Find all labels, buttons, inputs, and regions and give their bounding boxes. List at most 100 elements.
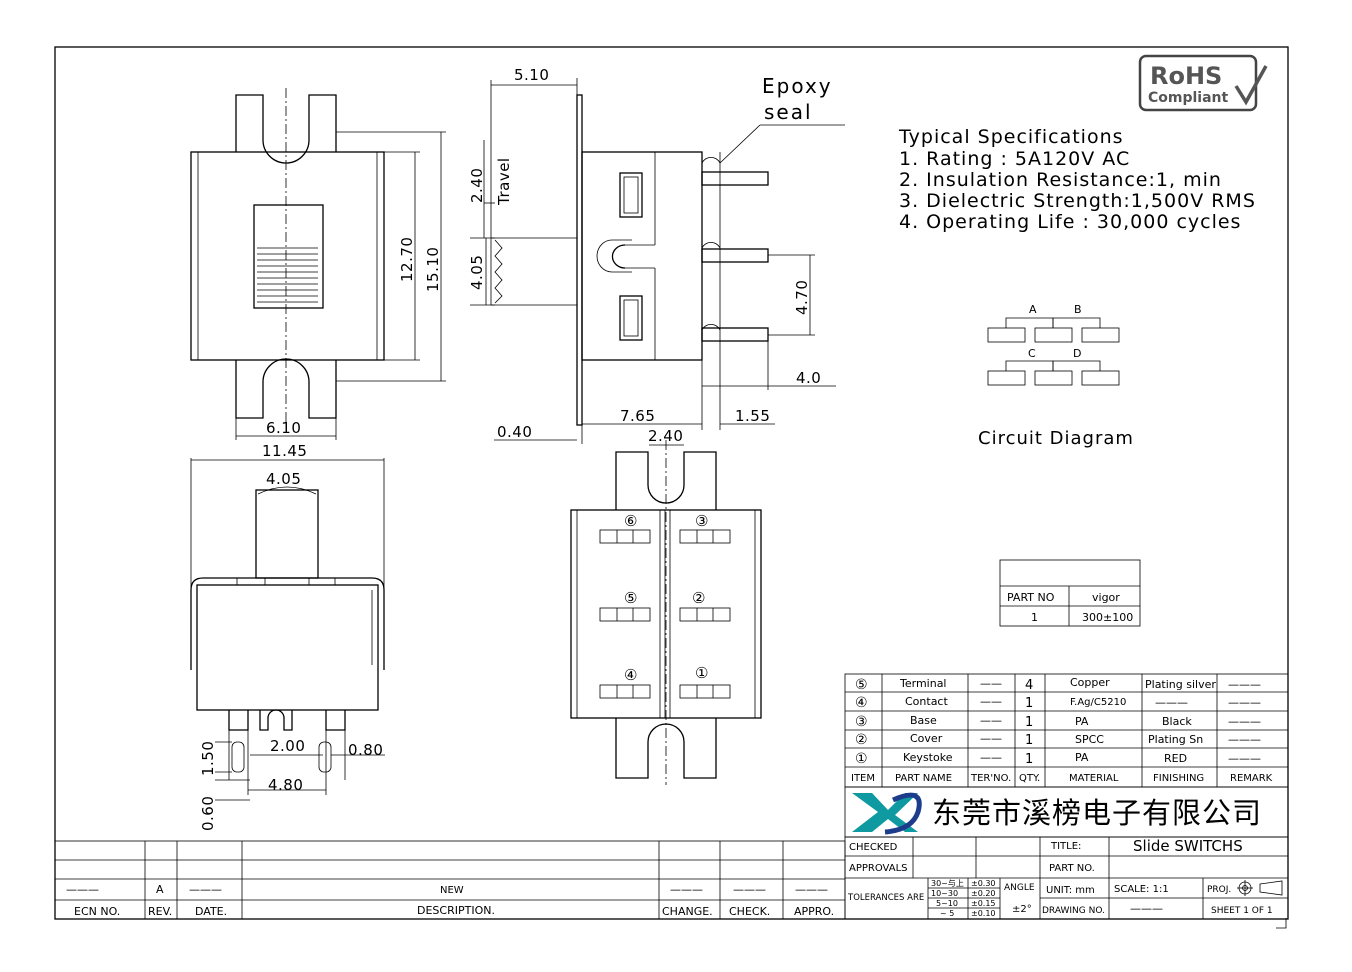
circuit-pin-a: A bbox=[1029, 303, 1037, 316]
travel-label: Travel bbox=[495, 157, 513, 206]
spec-item-2: 2. Insulation Resistance:1, min bbox=[899, 169, 1222, 191]
bom-ter-5: —— bbox=[980, 677, 1002, 690]
specifications: Typical Specifications 1. Rating : 5A120… bbox=[898, 126, 1256, 233]
bom-header-qty: QTY. bbox=[1019, 773, 1040, 784]
bom-header-material: MATERIAL bbox=[1069, 773, 1119, 784]
bom-finish-5: Plating silver bbox=[1145, 678, 1216, 691]
bom-header-remark: REMARK bbox=[1230, 773, 1273, 784]
dim-12-70: 12.70 bbox=[398, 237, 416, 282]
part-no-label: PART NO. bbox=[1049, 863, 1095, 874]
tol-range-1: 30~与上 bbox=[931, 879, 964, 888]
dim-1-50: 1.50 bbox=[199, 741, 217, 776]
bom-finish-2: Plating Sn bbox=[1148, 733, 1203, 746]
bom-num-3: ③ bbox=[855, 714, 868, 730]
checkmark-icon bbox=[1234, 65, 1268, 106]
tol-range-2: 10~30 bbox=[931, 889, 958, 898]
dim-2-00: 2.00 bbox=[270, 737, 305, 755]
dim-4-80: 4.80 bbox=[268, 776, 303, 794]
scale-label: SCALE: 1:1 bbox=[1114, 884, 1169, 895]
title-value: Slide SWITCHS bbox=[1133, 837, 1243, 855]
bom-name-keystoke: Keystoke bbox=[903, 751, 953, 764]
front-view: 11.45 4.05 1.50 2.00 0.80 4.80 0.60 bbox=[190, 442, 385, 831]
bom-material-1: PA bbox=[1075, 751, 1089, 764]
rev-value: A bbox=[156, 883, 164, 896]
terminal-1: ① bbox=[695, 664, 708, 682]
tol-range-4: ~ 5 bbox=[940, 909, 954, 918]
rev-header-check: CHECK. bbox=[729, 905, 770, 918]
tol-range-3: 5~10 bbox=[936, 899, 958, 908]
rev-header-description: DESCRIPTION. bbox=[417, 904, 495, 917]
bom-name-cover: Cover bbox=[910, 732, 943, 745]
bom-material-4: F.Ag/C5210 bbox=[1070, 697, 1126, 708]
bom-ter-4: —— bbox=[980, 695, 1002, 708]
checked-label: CHECKED bbox=[849, 842, 898, 853]
bom-material-2: SPCC bbox=[1075, 733, 1104, 746]
company-logo: 东莞市溪榜电子有限公司 bbox=[844, 786, 1289, 838]
dim-11-45: 11.45 bbox=[262, 442, 307, 460]
terminal-3: ③ bbox=[695, 512, 708, 530]
bom-ter-2: —— bbox=[980, 732, 1002, 745]
dim-4-05-front: 4.05 bbox=[266, 470, 301, 488]
circuit-pin-d: D bbox=[1073, 347, 1081, 360]
bom-finish-4: ——— bbox=[1155, 696, 1188, 709]
bom-qty-1: 1 bbox=[1025, 752, 1033, 767]
side-view: 5.10 2.40 Travel 4.05 Ep bbox=[468, 66, 845, 444]
seal-label: seal bbox=[764, 100, 813, 124]
bom-qty-4: 1 bbox=[1025, 696, 1033, 711]
bom-remark-5: ——— bbox=[1228, 678, 1261, 691]
drawing-no-label: DRAWING NO. bbox=[1042, 906, 1105, 916]
title-block: CHECKED APPROVALS TITLE: Slide SWITCHS P… bbox=[844, 836, 1289, 929]
terminal-6: ⑥ bbox=[624, 512, 637, 530]
dim-4-0: 4.0 bbox=[796, 369, 821, 387]
bom-finish-3: Black bbox=[1162, 715, 1192, 728]
part-table-cell-1: 1 bbox=[1031, 611, 1038, 624]
bom-material-3: PA bbox=[1075, 715, 1089, 728]
bom-ter-1: —— bbox=[980, 751, 1002, 764]
rev-change-value: ——— bbox=[670, 883, 703, 896]
part-table-header-vigor: vigor bbox=[1092, 591, 1120, 604]
rev-header-rev: REV. bbox=[148, 905, 172, 918]
part-table: PART NO vigor 1 300±100 bbox=[999, 559, 1141, 627]
dim-0-60: 0.60 bbox=[199, 796, 217, 831]
tol-value-2: ±0.20 bbox=[971, 889, 996, 898]
rev-header-date: DATE. bbox=[195, 905, 227, 918]
rev-header-change: CHANGE. bbox=[662, 905, 713, 918]
bom-num-4: ④ bbox=[855, 695, 868, 711]
bom-ter-3: —— bbox=[980, 714, 1002, 727]
epoxy-label: Epoxy bbox=[762, 74, 833, 98]
rohs-badge: RoHS Compliant bbox=[1138, 54, 1268, 112]
bom-qty-2: 1 bbox=[1025, 733, 1033, 748]
dim-4-05-side: 4.05 bbox=[468, 255, 486, 290]
drawing-no-value: ——— bbox=[1130, 902, 1163, 915]
dim-1-55: 1.55 bbox=[735, 407, 770, 425]
dim-0-40: 0.40 bbox=[497, 423, 532, 441]
bom-remark-1: ——— bbox=[1228, 752, 1261, 765]
bom-remark-4: ——— bbox=[1228, 696, 1261, 709]
circuit-diagram: A B C D Circuit Diagram bbox=[978, 303, 1133, 449]
rev-date-value: ——— bbox=[189, 883, 222, 896]
tolerances-label: TOLERANCES ARE bbox=[847, 893, 924, 903]
bom-remark-3: ——— bbox=[1228, 715, 1261, 728]
approvals-label: APPROVALS bbox=[849, 863, 908, 874]
bom-header-ter-no: TER'NO. bbox=[970, 773, 1011, 784]
spec-item-3: 3. Dielectric Strength:1,500V RMS bbox=[899, 190, 1256, 212]
revision-block: ——— A ——— NEW ——— ——— ——— ECN NO. REV. D… bbox=[54, 840, 846, 920]
rohs-title: RoHS bbox=[1150, 62, 1222, 90]
spec-item-1: 1. Rating : 5A120V AC bbox=[899, 148, 1130, 170]
company-name: 东莞市溪榜电子有限公司 bbox=[932, 796, 1262, 830]
bom-name-contact: Contact bbox=[905, 695, 948, 708]
part-table-cell-value: 300±100 bbox=[1082, 611, 1133, 624]
specs-heading: Typical Specifications bbox=[898, 126, 1124, 148]
dim-2-40-bottom: 2.40 bbox=[648, 427, 683, 445]
bom-num-1: ① bbox=[855, 751, 868, 767]
tol-value-4: ±0.10 bbox=[971, 909, 996, 918]
bom-remark-2: ——— bbox=[1228, 733, 1261, 746]
terminal-4: ④ bbox=[624, 666, 637, 684]
tol-value-3: ±0.15 bbox=[971, 899, 996, 908]
rev-header-ecn: ECN NO. bbox=[74, 905, 120, 918]
rev-check-value: ——— bbox=[733, 883, 766, 896]
bom-table: ⑤ Terminal —— 4 Copper Plating silver ——… bbox=[844, 673, 1289, 788]
bom-qty-5: 4 bbox=[1025, 678, 1033, 693]
dim-5-10: 5.10 bbox=[514, 66, 549, 84]
